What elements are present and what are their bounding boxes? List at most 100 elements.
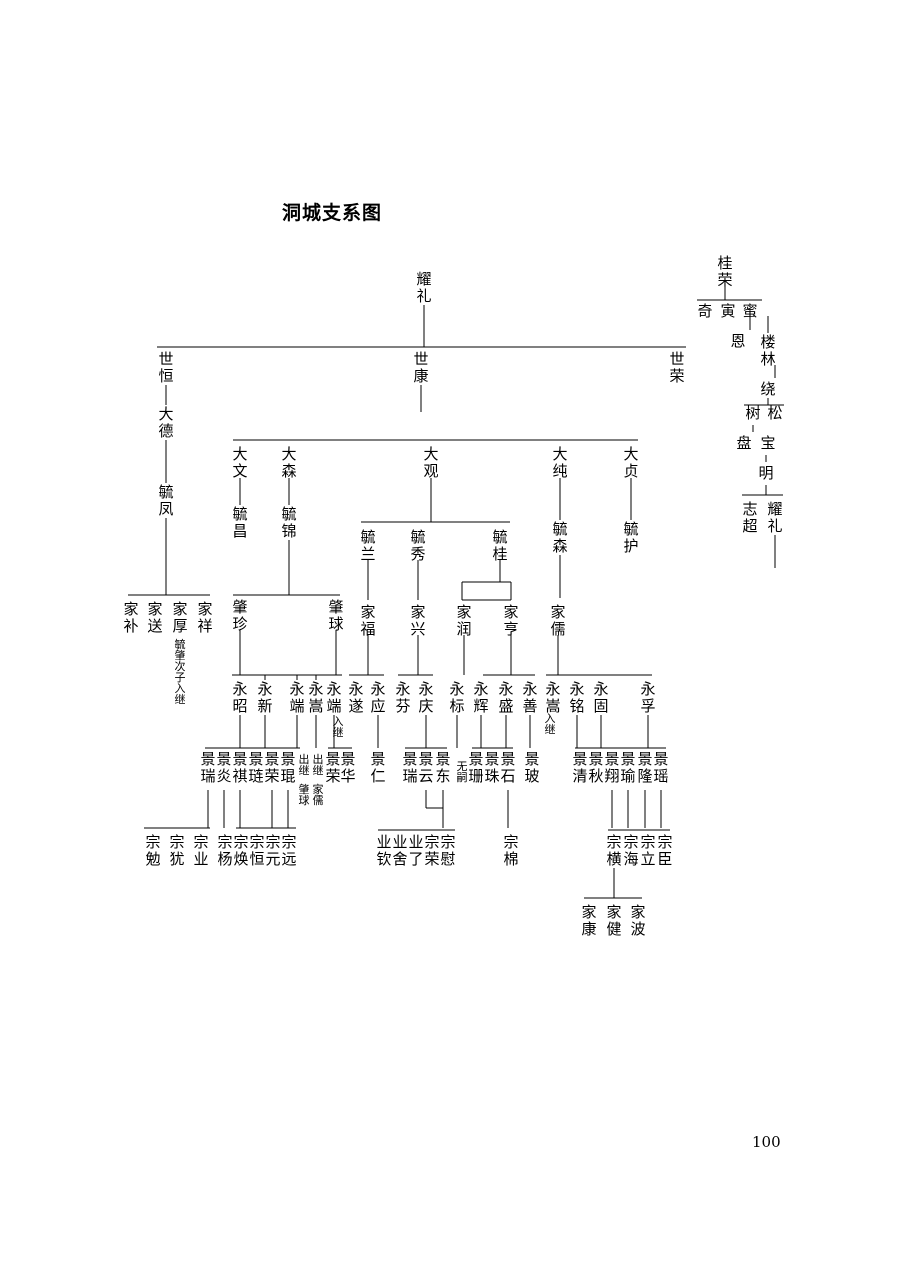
person-name: 肇珍 <box>232 598 247 633</box>
person-name: 永标 <box>449 680 464 715</box>
person-name: 志超 <box>742 500 757 535</box>
person-name: 永遂 <box>348 680 363 715</box>
person-name: 宗立 <box>640 833 655 868</box>
person-name: 景炎 <box>216 750 231 785</box>
person-name: 家厚 <box>172 600 187 635</box>
person-name: 毓桂 <box>492 528 507 563</box>
person-name: 业钦 <box>376 833 391 868</box>
person-name: 大德 <box>158 405 173 440</box>
person-name: 景玻 <box>524 750 539 785</box>
connector-lines <box>128 285 784 899</box>
person-name: 家亨 <box>503 603 518 638</box>
person-name: 宗元 <box>265 833 280 868</box>
person-name: 永善 <box>522 680 537 715</box>
person-name: 永庆 <box>418 680 433 715</box>
person-name: 家润 <box>456 603 471 638</box>
person-name: 景华 <box>340 750 355 785</box>
person-name: 家祥 <box>197 600 212 635</box>
person-name: 宗荣 <box>424 833 439 868</box>
person-name: 景瑞 <box>402 750 417 785</box>
person-name: 永孚 <box>640 680 655 715</box>
person-name: 肇球 <box>328 598 343 633</box>
person-name: 景瑜 <box>620 750 635 785</box>
person-name: 毓秀 <box>410 528 425 563</box>
person-name: 家波 <box>630 903 645 938</box>
person-name: 绕 <box>760 380 775 398</box>
person-name: 景隆 <box>637 750 652 785</box>
person-name: 景清 <box>572 750 587 785</box>
person-name: 大观 <box>423 445 438 480</box>
person-name: 景瑶 <box>653 750 668 785</box>
person-name: 毓凤 <box>158 483 173 518</box>
person-name: 宗犹 <box>169 833 184 868</box>
person-name: 毓兰 <box>360 528 375 563</box>
person-name: 毓锦 <box>281 505 296 540</box>
person-name: 景秋 <box>588 750 603 785</box>
person-name: 大森 <box>281 445 296 480</box>
person-name: 家儒 <box>550 603 565 638</box>
page-title: 洞城支系图 <box>282 202 383 224</box>
person-name: 松 <box>767 404 782 422</box>
annotation-note: 无嗣 <box>457 760 468 784</box>
person-name: 耀礼 <box>416 270 431 305</box>
person-name: 永端 <box>289 680 304 715</box>
person-name: 景瑞 <box>200 750 215 785</box>
person-name: 毓森 <box>552 520 567 555</box>
person-name: 景珊 <box>468 750 483 785</box>
person-name: 景珠 <box>484 750 499 785</box>
person-name: 永昭 <box>232 680 247 715</box>
person-name: 明 <box>758 464 773 482</box>
annotation-note: 入继 <box>333 715 344 739</box>
person-name: 宗横 <box>606 833 621 868</box>
person-name: 大贞 <box>623 445 638 480</box>
person-name: 宗勉 <box>145 833 160 868</box>
person-name: 盘 <box>736 434 751 452</box>
person-name: 永嵩 <box>545 680 560 715</box>
person-name: 宗焕 <box>233 833 248 868</box>
person-name: 家健 <box>606 903 621 938</box>
person-name: 宗远 <box>281 833 296 868</box>
person-name: 宗慰 <box>440 833 455 868</box>
person-name: 业了 <box>408 833 423 868</box>
person-name: 景琏 <box>248 750 263 785</box>
person-name: 宝 <box>760 434 775 452</box>
person-name: 出继 <box>299 752 310 777</box>
person-name: 家康 <box>581 903 596 938</box>
person-name: 大文 <box>232 445 247 480</box>
annotation-note: 毓肇次子入继 <box>175 637 186 706</box>
person-name: 永应 <box>370 680 385 715</box>
person-name: 永铭 <box>569 680 584 715</box>
annotation-note: 家儒 <box>313 782 324 807</box>
person-name: 宗棉 <box>503 833 518 868</box>
person-name: 毓昌 <box>232 505 247 540</box>
person-name: 楼林 <box>760 333 775 368</box>
page-number: 100 <box>752 1133 781 1151</box>
person-name: 宗杨 <box>217 833 232 868</box>
person-name: 宗臣 <box>657 833 672 868</box>
person-name: 永端 <box>326 680 341 715</box>
person-name: 业舍 <box>392 833 407 868</box>
person-name: 景石 <box>500 750 515 785</box>
person-name: 家福 <box>360 603 375 638</box>
person-name: 景东 <box>435 750 450 785</box>
person-name: 家送 <box>147 600 162 635</box>
person-name: 永新 <box>257 680 272 715</box>
person-name: 奇 <box>697 302 712 320</box>
person-name: 恩 <box>730 332 745 350</box>
person-name: 景荣 <box>325 750 340 785</box>
person-name: 家补 <box>123 600 138 635</box>
person-name: 家兴 <box>410 603 425 638</box>
person-name: 世荣 <box>669 350 684 385</box>
person-name: 世康 <box>413 350 428 385</box>
person-name: 永固 <box>593 680 608 715</box>
person-name: 景荣 <box>264 750 279 785</box>
person-name: 寅 <box>720 302 735 320</box>
person-name: 永嵩 <box>308 680 323 715</box>
person-name: 出继 <box>313 752 324 777</box>
annotation-note: 肇球 <box>299 782 310 807</box>
person-name: 景云 <box>418 750 433 785</box>
person-name: 宗恒 <box>249 833 264 868</box>
person-name: 永盛 <box>498 680 513 715</box>
